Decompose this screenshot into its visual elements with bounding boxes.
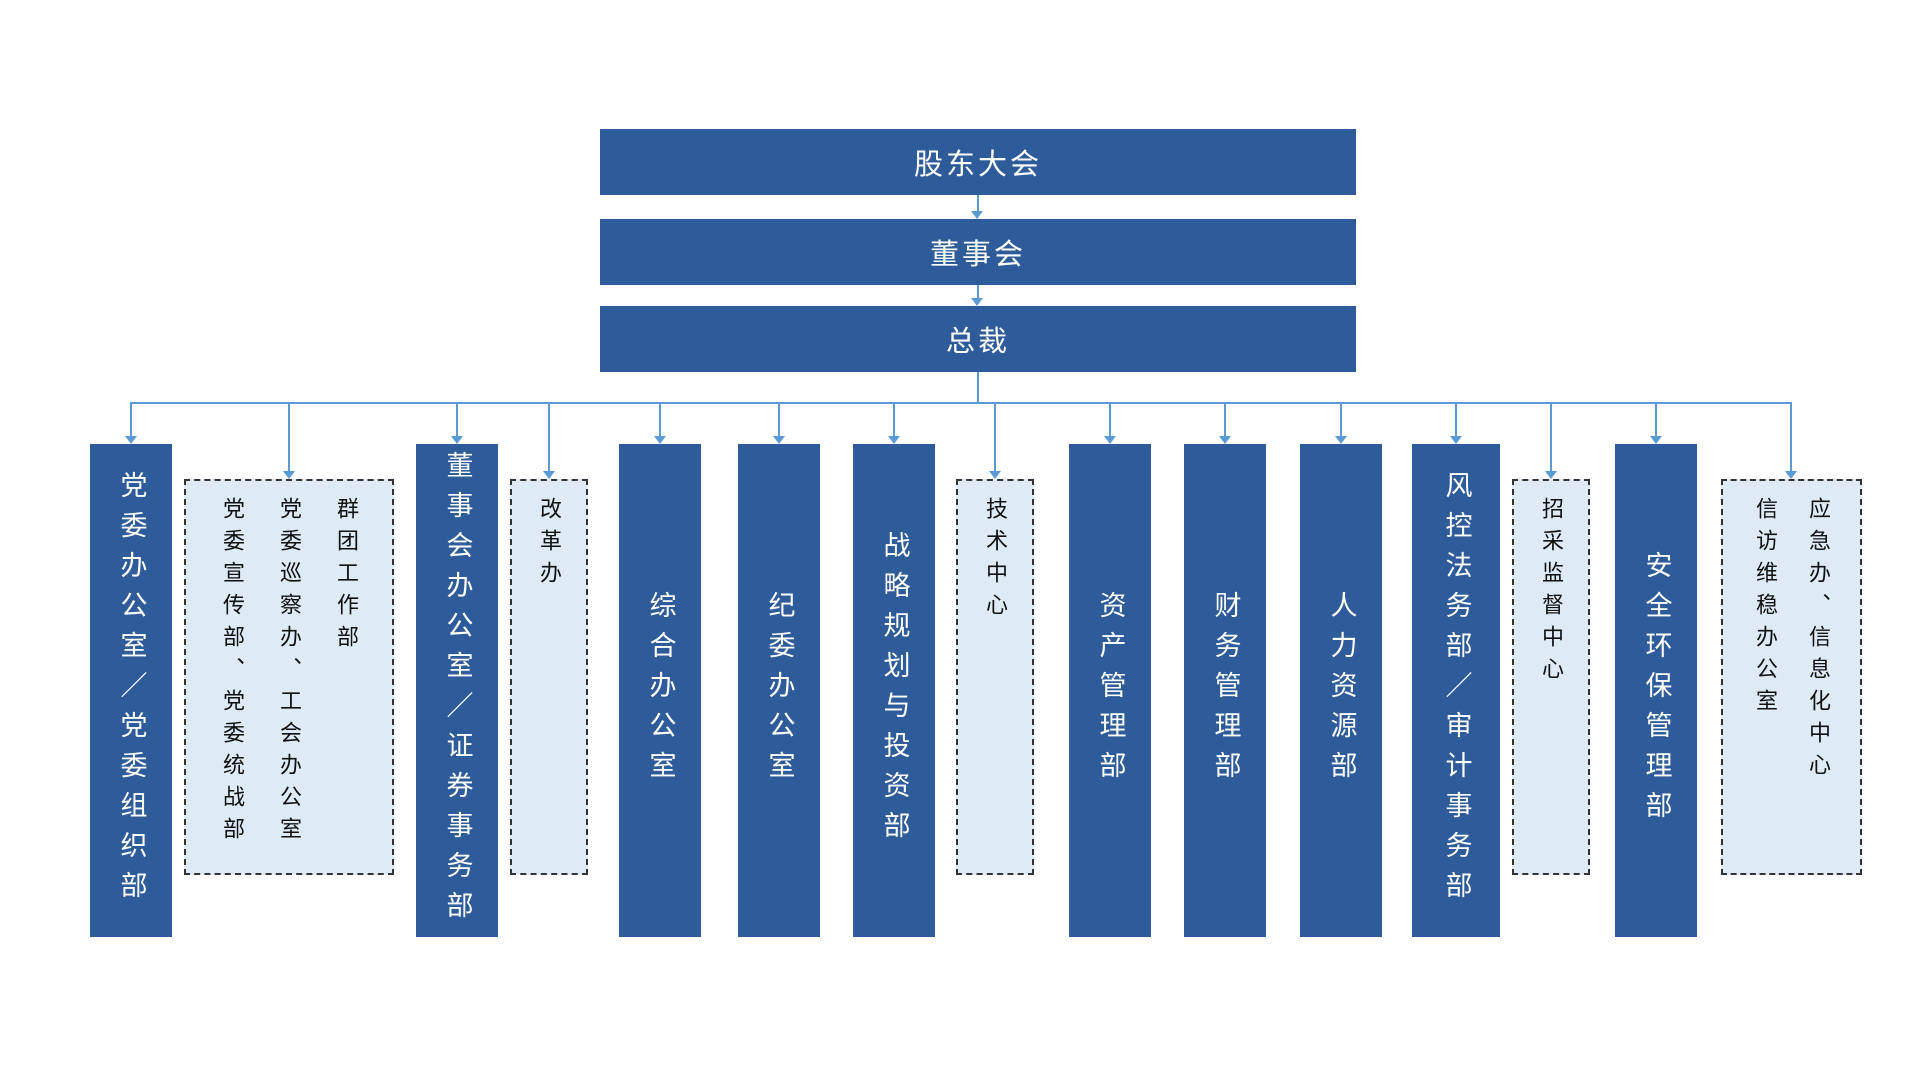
arrow-down-icon <box>888 436 900 444</box>
dept-asset-management: 资产管理部 <box>1069 444 1151 937</box>
arrow-down-icon <box>1219 436 1231 444</box>
dept-label: 董事会办公室／证券事务部 <box>442 450 473 931</box>
dept-label: 资产管理部 <box>1095 590 1126 791</box>
connector-line <box>1109 402 1111 436</box>
connector-line <box>288 402 290 471</box>
arrow-down-icon <box>1785 471 1797 479</box>
dept-label: 招采监督中心 <box>1539 497 1564 689</box>
node-label: 股东大会 <box>913 149 1042 181</box>
dept-finance-management: 财务管理部 <box>1184 444 1266 937</box>
dept-column-label: 党委巡察办、工会办公室 <box>277 497 302 849</box>
connector-rail <box>130 402 1792 404</box>
dept-board-office-securities: 董事会办公室／证券事务部 <box>416 444 498 937</box>
dept-label: 战略规划与投资部 <box>879 530 910 851</box>
node-shareholders-meeting: 股东大会 <box>600 129 1356 195</box>
dept-column-label: 群团工作部 <box>334 497 359 657</box>
arrow-down-icon <box>451 436 463 444</box>
arrow-down-icon <box>283 471 295 479</box>
connector-line <box>1550 402 1552 471</box>
dept-label: 党委办公室／党委组织部 <box>116 470 147 911</box>
connector-line <box>456 402 458 436</box>
dept-procurement-supervision: 招采监督中心 <box>1512 479 1590 875</box>
dept-label: 纪委办公室 <box>764 590 795 791</box>
connector-stem <box>977 372 979 402</box>
dept-party-publicity-group: 党委宣传部、党委统战部 党委巡察办、工会办公室 群团工作部 <box>184 479 394 875</box>
dept-label: 人力资源部 <box>1326 590 1357 791</box>
dept-strategy-investment: 战略规划与投资部 <box>853 444 935 937</box>
dept-technology-center: 技术中心 <box>956 479 1034 875</box>
arrow-down-icon <box>1335 436 1347 444</box>
arrow-down-icon <box>773 436 785 444</box>
arrow-down-icon <box>543 471 555 479</box>
connector-line <box>994 402 996 471</box>
dept-label: 财务管理部 <box>1210 590 1241 791</box>
dept-safety-environment: 安全环保管理部 <box>1615 444 1697 937</box>
arrow-down-icon <box>971 298 983 306</box>
arrow-down-icon <box>125 436 137 444</box>
connector-line <box>548 402 550 471</box>
dept-human-resources: 人力资源部 <box>1300 444 1382 937</box>
node-label: 董事会 <box>929 239 1026 271</box>
node-board-of-directors: 董事会 <box>600 219 1356 285</box>
dept-column-label: 应急办、信息化中心 <box>1806 497 1831 785</box>
connector-line <box>1340 402 1342 436</box>
connector-line <box>977 285 979 299</box>
dept-label: 安全环保管理部 <box>1641 550 1672 831</box>
arrow-down-icon <box>989 471 1001 479</box>
node-label: 总裁 <box>945 326 1010 358</box>
dept-label: 技术中心 <box>983 497 1008 625</box>
connector-line <box>1655 402 1657 436</box>
arrow-down-icon <box>1545 471 1557 479</box>
connector-line <box>1455 402 1457 436</box>
arrow-down-icon <box>654 436 666 444</box>
dept-discipline-committee-office: 纪委办公室 <box>738 444 820 937</box>
arrow-down-icon <box>1450 436 1462 444</box>
connector-line <box>130 402 132 436</box>
connector-line <box>659 402 661 436</box>
dept-column-label: 信访维稳办公室 <box>1753 497 1778 721</box>
arrow-down-icon <box>1104 436 1116 444</box>
dept-party-committee-office: 党委办公室／党委组织部 <box>90 444 172 937</box>
arrow-down-icon <box>971 211 983 219</box>
dept-risk-legal-audit: 风控法务部／审计事务部 <box>1412 444 1500 937</box>
dept-petition-emergency: 信访维稳办公室 应急办、信息化中心 <box>1721 479 1862 875</box>
connector-line <box>778 402 780 436</box>
connector-line <box>1790 402 1792 471</box>
dept-label: 综合办公室 <box>645 590 676 791</box>
dept-column-label: 党委宣传部、党委统战部 <box>220 497 245 849</box>
arrow-down-icon <box>1650 436 1662 444</box>
connector-line <box>1224 402 1226 436</box>
node-president: 总裁 <box>600 306 1356 372</box>
connector-line <box>977 195 979 212</box>
connector-line <box>893 402 895 436</box>
dept-reform-office: 改革办 <box>510 479 588 875</box>
dept-label: 改革办 <box>537 497 562 593</box>
dept-general-office: 综合办公室 <box>619 444 701 937</box>
dept-label: 风控法务部／审计事务部 <box>1441 470 1472 911</box>
